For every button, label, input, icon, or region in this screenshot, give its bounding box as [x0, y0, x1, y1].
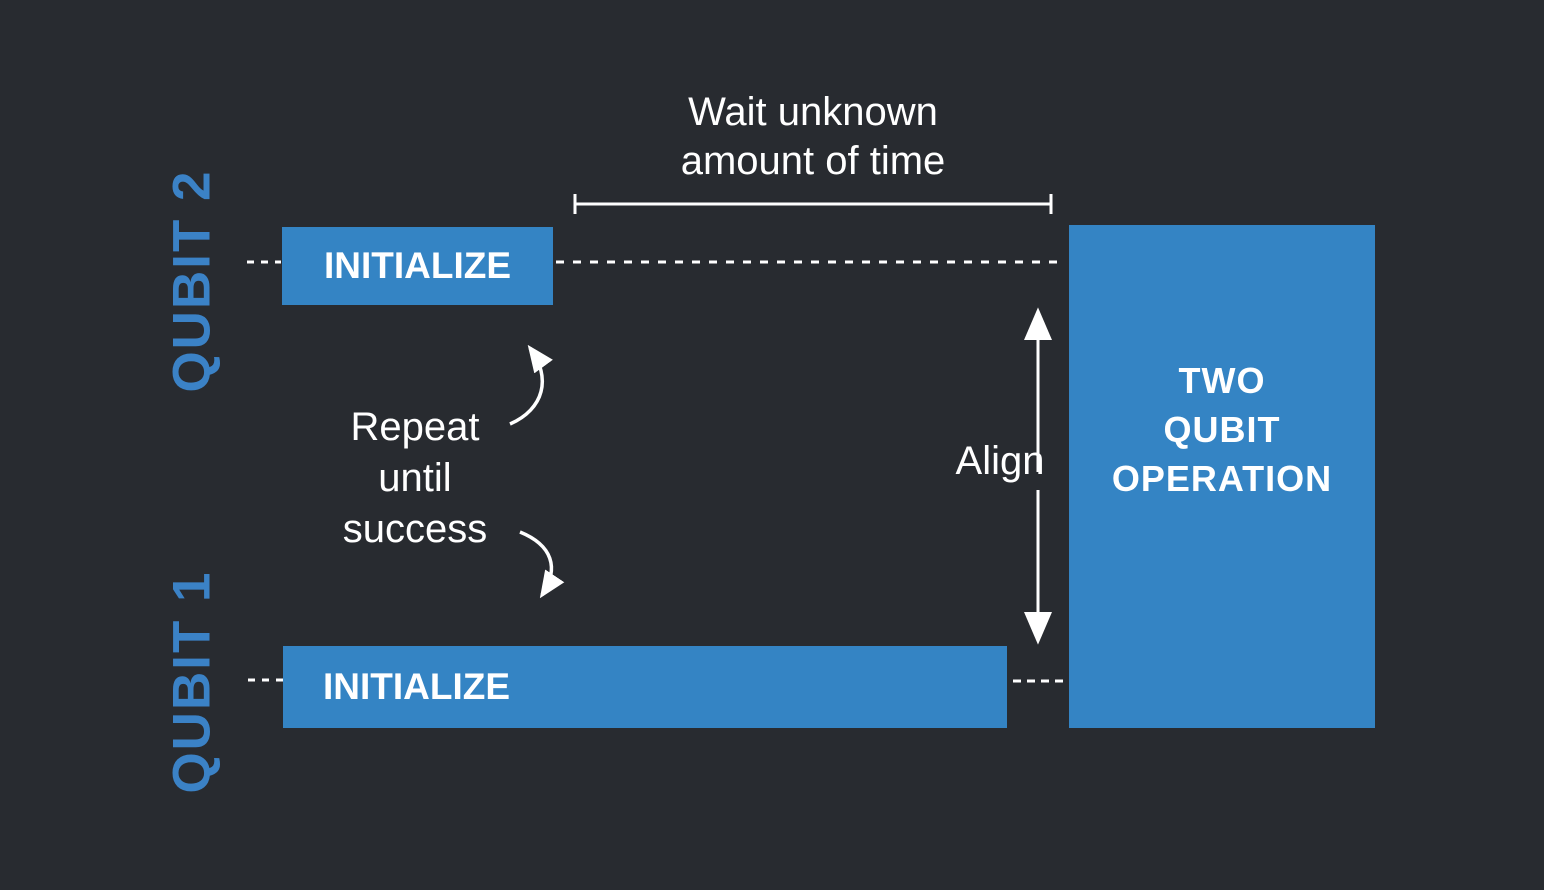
two-qubit-operation-line2: QUBIT — [1163, 409, 1281, 450]
align-annotation: Align — [955, 439, 1045, 483]
two-qubit-operation-line1: TWO — [1178, 360, 1266, 401]
qubit2-lane-label: QUBIT 2 — [162, 169, 222, 393]
initialize-block-qubit1-label: INITIALIZE — [323, 666, 511, 707]
qubit1-lane-label: QUBIT 1 — [162, 570, 222, 794]
initialize-block-qubit2-label: INITIALIZE — [323, 245, 512, 286]
wait-annotation-line1: Wait unknown — [688, 90, 938, 134]
two-qubit-operation-block: TWO QUBIT OPERATION — [1069, 225, 1375, 728]
initialize-block-qubit2: INITIALIZE — [282, 227, 553, 305]
two-qubit-operation-line3: OPERATION — [1111, 458, 1333, 499]
repeat-annotation: Repeat until success — [265, 402, 565, 555]
wait-annotation-line2: amount of time — [680, 139, 946, 183]
initialize-block-qubit1: INITIALIZE — [283, 646, 1007, 728]
repeat-annotation-line1: Repeat — [350, 405, 480, 449]
repeat-annotation-line3: success — [342, 507, 488, 551]
repeat-annotation-line2: until — [378, 456, 452, 500]
wait-annotation: Wait unknown amount of time — [563, 88, 1063, 186]
wait-bracket-icon — [573, 194, 1053, 214]
